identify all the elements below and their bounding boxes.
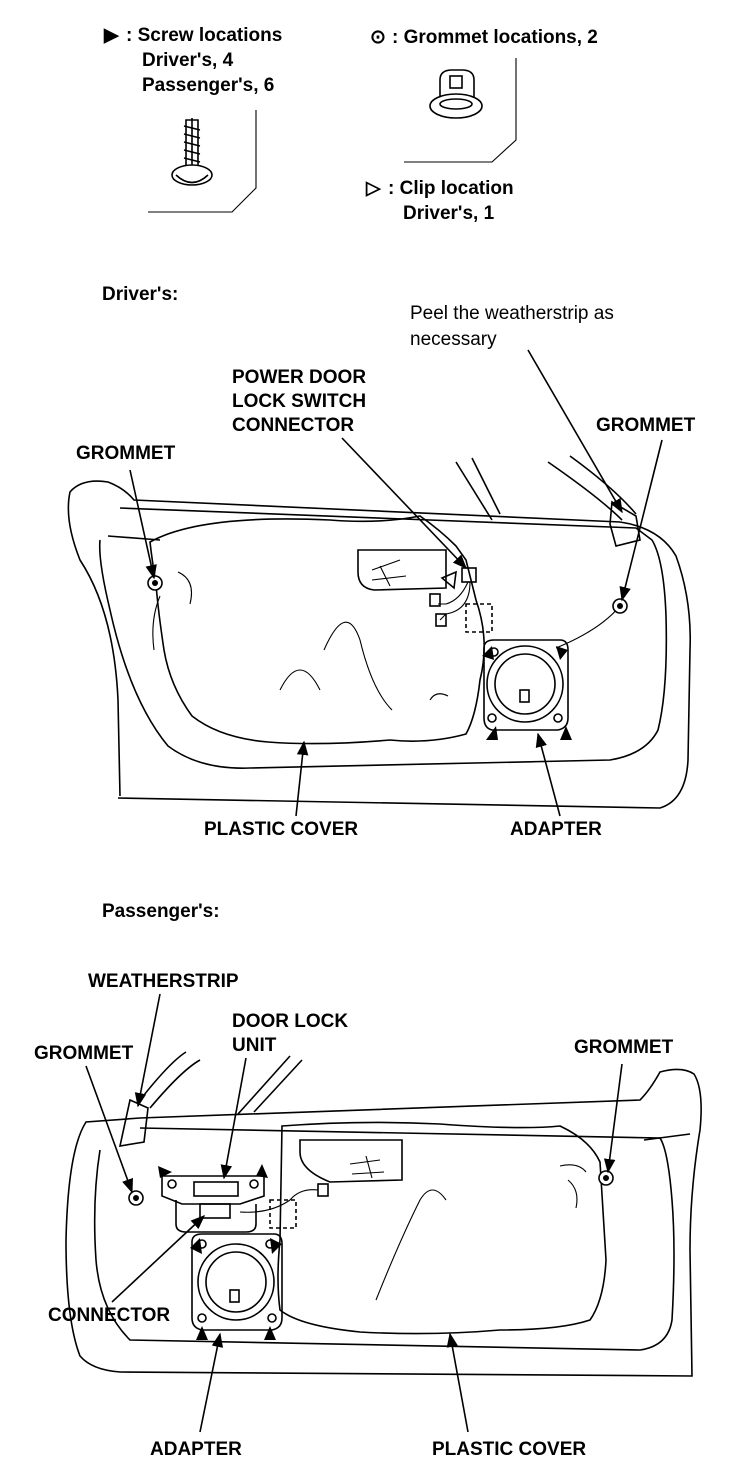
- drivers-weatherstrip-note-line1: Peel the weatherstrip as: [410, 303, 614, 324]
- screw-symbol-icon: ▶: [104, 25, 119, 46]
- driver-weatherstrip-leader: [527, 349, 623, 514]
- clip-legend-title: : Clip location: [388, 178, 514, 199]
- passengers-grommet-right-label: GROMMET: [574, 1037, 674, 1058]
- grommet-legend-title: : Grommet locations, 2: [392, 27, 598, 48]
- driver-grommet-right-leader: [619, 439, 663, 602]
- driver-adapter-leader: [535, 732, 561, 817]
- drivers-heading: Driver's:: [102, 284, 179, 305]
- passengers-connector-label: CONNECTOR: [48, 1305, 171, 1326]
- drivers-grommet-left-label: GROMMET: [76, 443, 176, 464]
- screw-icon: [171, 118, 213, 186]
- pass-plastic-cover-leader: [446, 1332, 469, 1433]
- pass-adapter-leader: [199, 1332, 224, 1433]
- drivers-pdl-label-line2: LOCK SWITCH: [232, 391, 367, 412]
- passengers-adapter-label: ADAPTER: [150, 1439, 242, 1460]
- pass-grommet-right-leader: [603, 1063, 623, 1174]
- drivers-grommet-right-label: GROMMET: [596, 415, 696, 436]
- screw-legend-drivers: Driver's, 4: [142, 50, 234, 71]
- passengers-door-lock-label-line2: UNIT: [232, 1035, 277, 1056]
- grommet-icon: [429, 69, 483, 119]
- clip-legend-drivers: Driver's, 1: [403, 203, 495, 224]
- drivers-door-panel: [67, 455, 692, 809]
- passengers-heading: Passenger's:: [102, 901, 220, 922]
- driver-pdl-leader: [341, 437, 467, 570]
- grommet-symbol-icon: ⊙: [370, 27, 386, 48]
- grommet-callout-line: [404, 58, 517, 163]
- passengers-door-lock-label-line1: DOOR LOCK: [232, 1011, 349, 1032]
- passengers-door-panel: [65, 1051, 702, 1377]
- drivers-pdl-label-line3: CONNECTOR: [232, 415, 355, 436]
- drivers-plastic-cover-label: PLASTIC COVER: [204, 819, 359, 840]
- passengers-plastic-cover-label: PLASTIC COVER: [432, 1439, 587, 1460]
- passengers-weatherstrip-label: WEATHERSTRIP: [88, 971, 239, 992]
- drivers-weatherstrip-note-line2: necessary: [410, 329, 497, 350]
- clip-symbol-icon: ▷: [366, 178, 381, 199]
- passengers-grommet-left-label: GROMMET: [34, 1043, 134, 1064]
- pass-grommet-left-leader: [85, 1065, 133, 1194]
- pass-door-lock-leader: [220, 1057, 247, 1180]
- drivers-adapter-label: ADAPTER: [510, 819, 602, 840]
- drivers-pdl-label-line1: POWER DOOR: [232, 367, 367, 388]
- screw-legend-title: : Screw locations: [126, 25, 283, 46]
- pass-connector-leader: [111, 1215, 206, 1303]
- pass-weatherstrip-leader: [134, 993, 161, 1108]
- screw-callout-line: [148, 110, 257, 213]
- driver-grommet-left-leader: [129, 469, 157, 580]
- screw-legend-passengers: Passenger's, 6: [142, 75, 275, 96]
- driver-plastic-cover-leader: [295, 740, 309, 817]
